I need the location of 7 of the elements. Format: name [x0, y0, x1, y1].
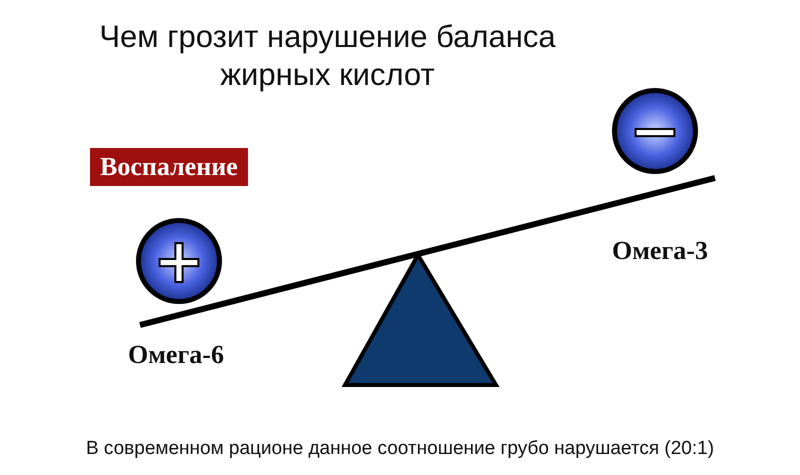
sign-symbol: + — [153, 230, 205, 292]
side-label: Омега-3 — [612, 236, 708, 266]
title: Чем грозит нарушение баланса жирных кислот — [98, 18, 557, 94]
label-badge: Воспаление — [90, 148, 248, 186]
caption: В современном рационе данное соотношение грубо нарушается (20:1) — [84, 438, 716, 460]
side-label: Омега-6 — [128, 340, 224, 370]
sign-symbol: − — [629, 100, 681, 162]
